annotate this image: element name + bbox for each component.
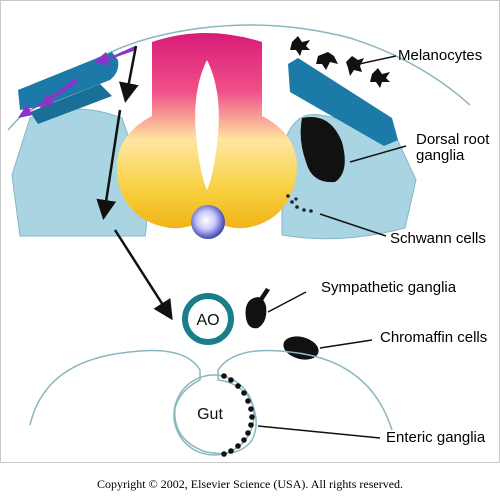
chromaffin-cells (283, 336, 319, 360)
body-wall-outline (29, 349, 393, 455)
melanocyte-migration-arrows (18, 46, 136, 118)
leader-lines (257, 55, 407, 439)
right-dermomyotome (288, 58, 398, 146)
notochord (191, 205, 225, 239)
sympathetic-ganglion (245, 288, 270, 329)
label-sympathetic-ganglia: Sympathetic ganglia (321, 279, 457, 296)
aorta (182, 293, 234, 345)
enteric-ganglia (221, 373, 255, 457)
label-melanocytes: Melanocytes (398, 47, 483, 64)
left-dermomyotome-lower (30, 84, 112, 124)
label-enteric-ganglia: Enteric ganglia (386, 429, 486, 446)
dorsal-root-ganglion (300, 117, 345, 183)
migration-pathway-arrows (96, 45, 173, 321)
label-dorsal-root-ganglia-line1: Dorsal root (416, 131, 490, 148)
schwann-cells (286, 194, 313, 213)
gut (173, 374, 255, 456)
copyright-notice: Copyright © 2002, Elsevier Science (USA)… (96, 477, 404, 491)
melanocyte-cells (290, 36, 390, 88)
neural-tube-lumen (195, 60, 219, 190)
aorta-label: AO (196, 312, 219, 329)
label-chromaffin-cells: Chromaffin cells (380, 329, 488, 346)
label-dorsal-root-ganglia: Dorsal root ganglia (416, 132, 489, 164)
left-dermomyotome (18, 52, 119, 110)
gut-label: Gut (197, 406, 223, 423)
label-schwann-cells: Schwann cells (390, 230, 486, 247)
label-dorsal-root-ganglia-line2: ganglia (416, 147, 465, 164)
